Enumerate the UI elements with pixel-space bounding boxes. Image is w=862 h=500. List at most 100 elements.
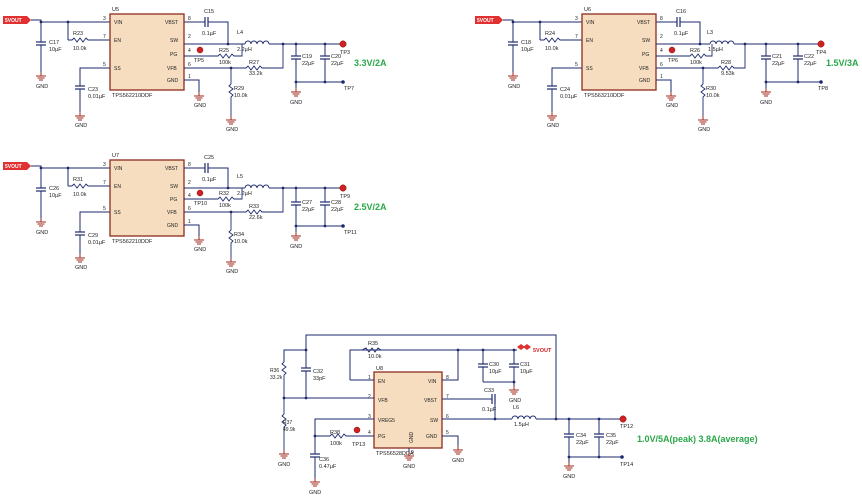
r32-val: 100k: [219, 203, 231, 209]
r37-ref: R37: [283, 420, 292, 426]
c24-ref: C24: [560, 87, 570, 93]
pin-num: 7: [103, 34, 106, 40]
pin-vin: VIN: [586, 20, 595, 26]
regulator-block-u5: 5VOUT C17 10µF GND R23 10.0k C23 0.01µF …: [3, 7, 387, 133]
r34-ref: R34: [234, 232, 244, 238]
r31-val: 10.0k: [73, 192, 87, 198]
gnd-label: GND: [509, 398, 521, 404]
tp3-label: TP3: [340, 50, 350, 56]
tp6-label: TP6: [668, 58, 678, 64]
testpoint-tp6: [668, 46, 676, 54]
l6-val: 1.5µH: [514, 422, 529, 428]
pin-vbst: VBST: [165, 166, 178, 172]
pin-gnd-bottom: GND: [409, 432, 415, 444]
l3-val: 1.5µH: [708, 47, 723, 53]
tp9-label: TP9: [340, 194, 350, 200]
pin-num: 1: [188, 74, 191, 80]
r35-ref: R35: [368, 341, 378, 347]
chip-ref: U8: [376, 366, 383, 372]
pin-sw: SW: [642, 38, 650, 44]
c25-val: 0.1µF: [202, 177, 217, 183]
power-rail-5vout: 5VOUT: [3, 162, 31, 170]
pin-num: 3: [103, 16, 106, 22]
r28-ref: R28: [721, 60, 731, 66]
pin-vfb: VFB: [378, 398, 388, 404]
pin-num: 3: [103, 162, 106, 168]
testpoint-tp11: [341, 224, 345, 228]
gnd-label: GND: [278, 462, 290, 468]
l5-val: 2.2µH: [237, 191, 252, 197]
pin-num: 9: [411, 450, 414, 456]
c19-val: 22µF: [302, 61, 315, 67]
c15-val: 0.1µF: [202, 31, 217, 37]
r26-val: 100k: [690, 60, 702, 66]
pin-num: 5: [446, 430, 449, 436]
pin-num: 5: [103, 206, 106, 212]
tp4-label: TP4: [816, 50, 826, 56]
pin-num: 6: [446, 414, 449, 420]
pin-vin: VIN: [114, 20, 123, 26]
output-note: 2.5V/2A: [354, 202, 387, 212]
gnd-label: GND: [290, 244, 302, 250]
r25-val: 100k: [219, 60, 231, 66]
c25-ref: C25: [204, 155, 214, 161]
gnd-label: GND: [760, 100, 772, 106]
chip-ref: U6: [584, 7, 591, 13]
testpoint-tp5: [196, 46, 204, 54]
testpoint-tp10: [196, 189, 204, 197]
r29-val: 10.0k: [234, 93, 248, 99]
r33-val: 22.6k: [249, 215, 263, 221]
gnd-label: GND: [36, 230, 48, 236]
pin-ss: SS: [114, 66, 121, 72]
pin-vreg5: VREG5: [378, 418, 395, 424]
pin-num: 2: [188, 34, 191, 40]
gnd-label: GND: [508, 84, 520, 90]
c34-ref: C34: [576, 433, 586, 439]
pin-vfb: VFB: [639, 66, 649, 72]
tp5-label: TP5: [194, 58, 204, 64]
pin-vbst: VBST: [165, 20, 178, 26]
pin-pg: PG: [642, 52, 649, 58]
r30-ref: R30: [706, 86, 716, 92]
regulator-block-u7: 5VOUT C26 10µF GND R31 10.0k C29 0.01µF …: [3, 153, 387, 275]
testpoint-tp4: [817, 40, 825, 48]
c36-ref: C36: [319, 457, 329, 463]
chip-part: TPS562210DDF: [112, 93, 153, 99]
pin-num: 7: [103, 180, 106, 186]
pin-num: 2: [188, 180, 191, 186]
c22-val: 22µF: [804, 61, 817, 67]
c30-val: 10µF: [489, 369, 502, 375]
pin-num: 7: [575, 34, 578, 40]
pin-num: 3: [368, 414, 371, 420]
chip-u5: [109, 13, 185, 91]
r26-ref: R26: [690, 48, 700, 54]
pin-vfb: VFB: [167, 66, 177, 72]
c33-ref: C33: [484, 388, 494, 394]
regulator-block-u6: 5VOUT C18 10µF GND R24 10.0k C24 0.01µF …: [475, 7, 859, 133]
c20-ref: C20: [331, 54, 341, 60]
pin-num: 5: [103, 62, 106, 68]
c22-ref: C22: [804, 54, 814, 60]
pin-num: 1: [188, 219, 191, 225]
c23-val: 0.01µF: [88, 94, 106, 100]
pin-en: EN: [114, 38, 121, 44]
gnd-label: GND: [309, 490, 321, 496]
c27-val: 22µF: [302, 207, 315, 213]
c29-val: 0.01µF: [88, 240, 106, 246]
r36-ref: R36: [270, 368, 279, 374]
gnd-label: GND: [563, 474, 575, 480]
pin-num: 1: [368, 375, 371, 381]
pin-num: 8: [188, 16, 191, 22]
chip-u8: [373, 371, 443, 449]
testpoint-tp9: [339, 184, 347, 192]
pin-num: 5: [575, 62, 578, 68]
pin-num: 1: [660, 74, 663, 80]
c31-val: 10µF: [520, 369, 533, 375]
l4-val: 2.2µH: [237, 47, 252, 53]
c28-ref: C28: [331, 200, 341, 206]
r38-val: 100k: [330, 441, 342, 447]
l3-ref: L3: [707, 30, 713, 36]
rail-label: 5VOUT: [533, 348, 552, 354]
pin-gnd: GND: [426, 434, 438, 440]
